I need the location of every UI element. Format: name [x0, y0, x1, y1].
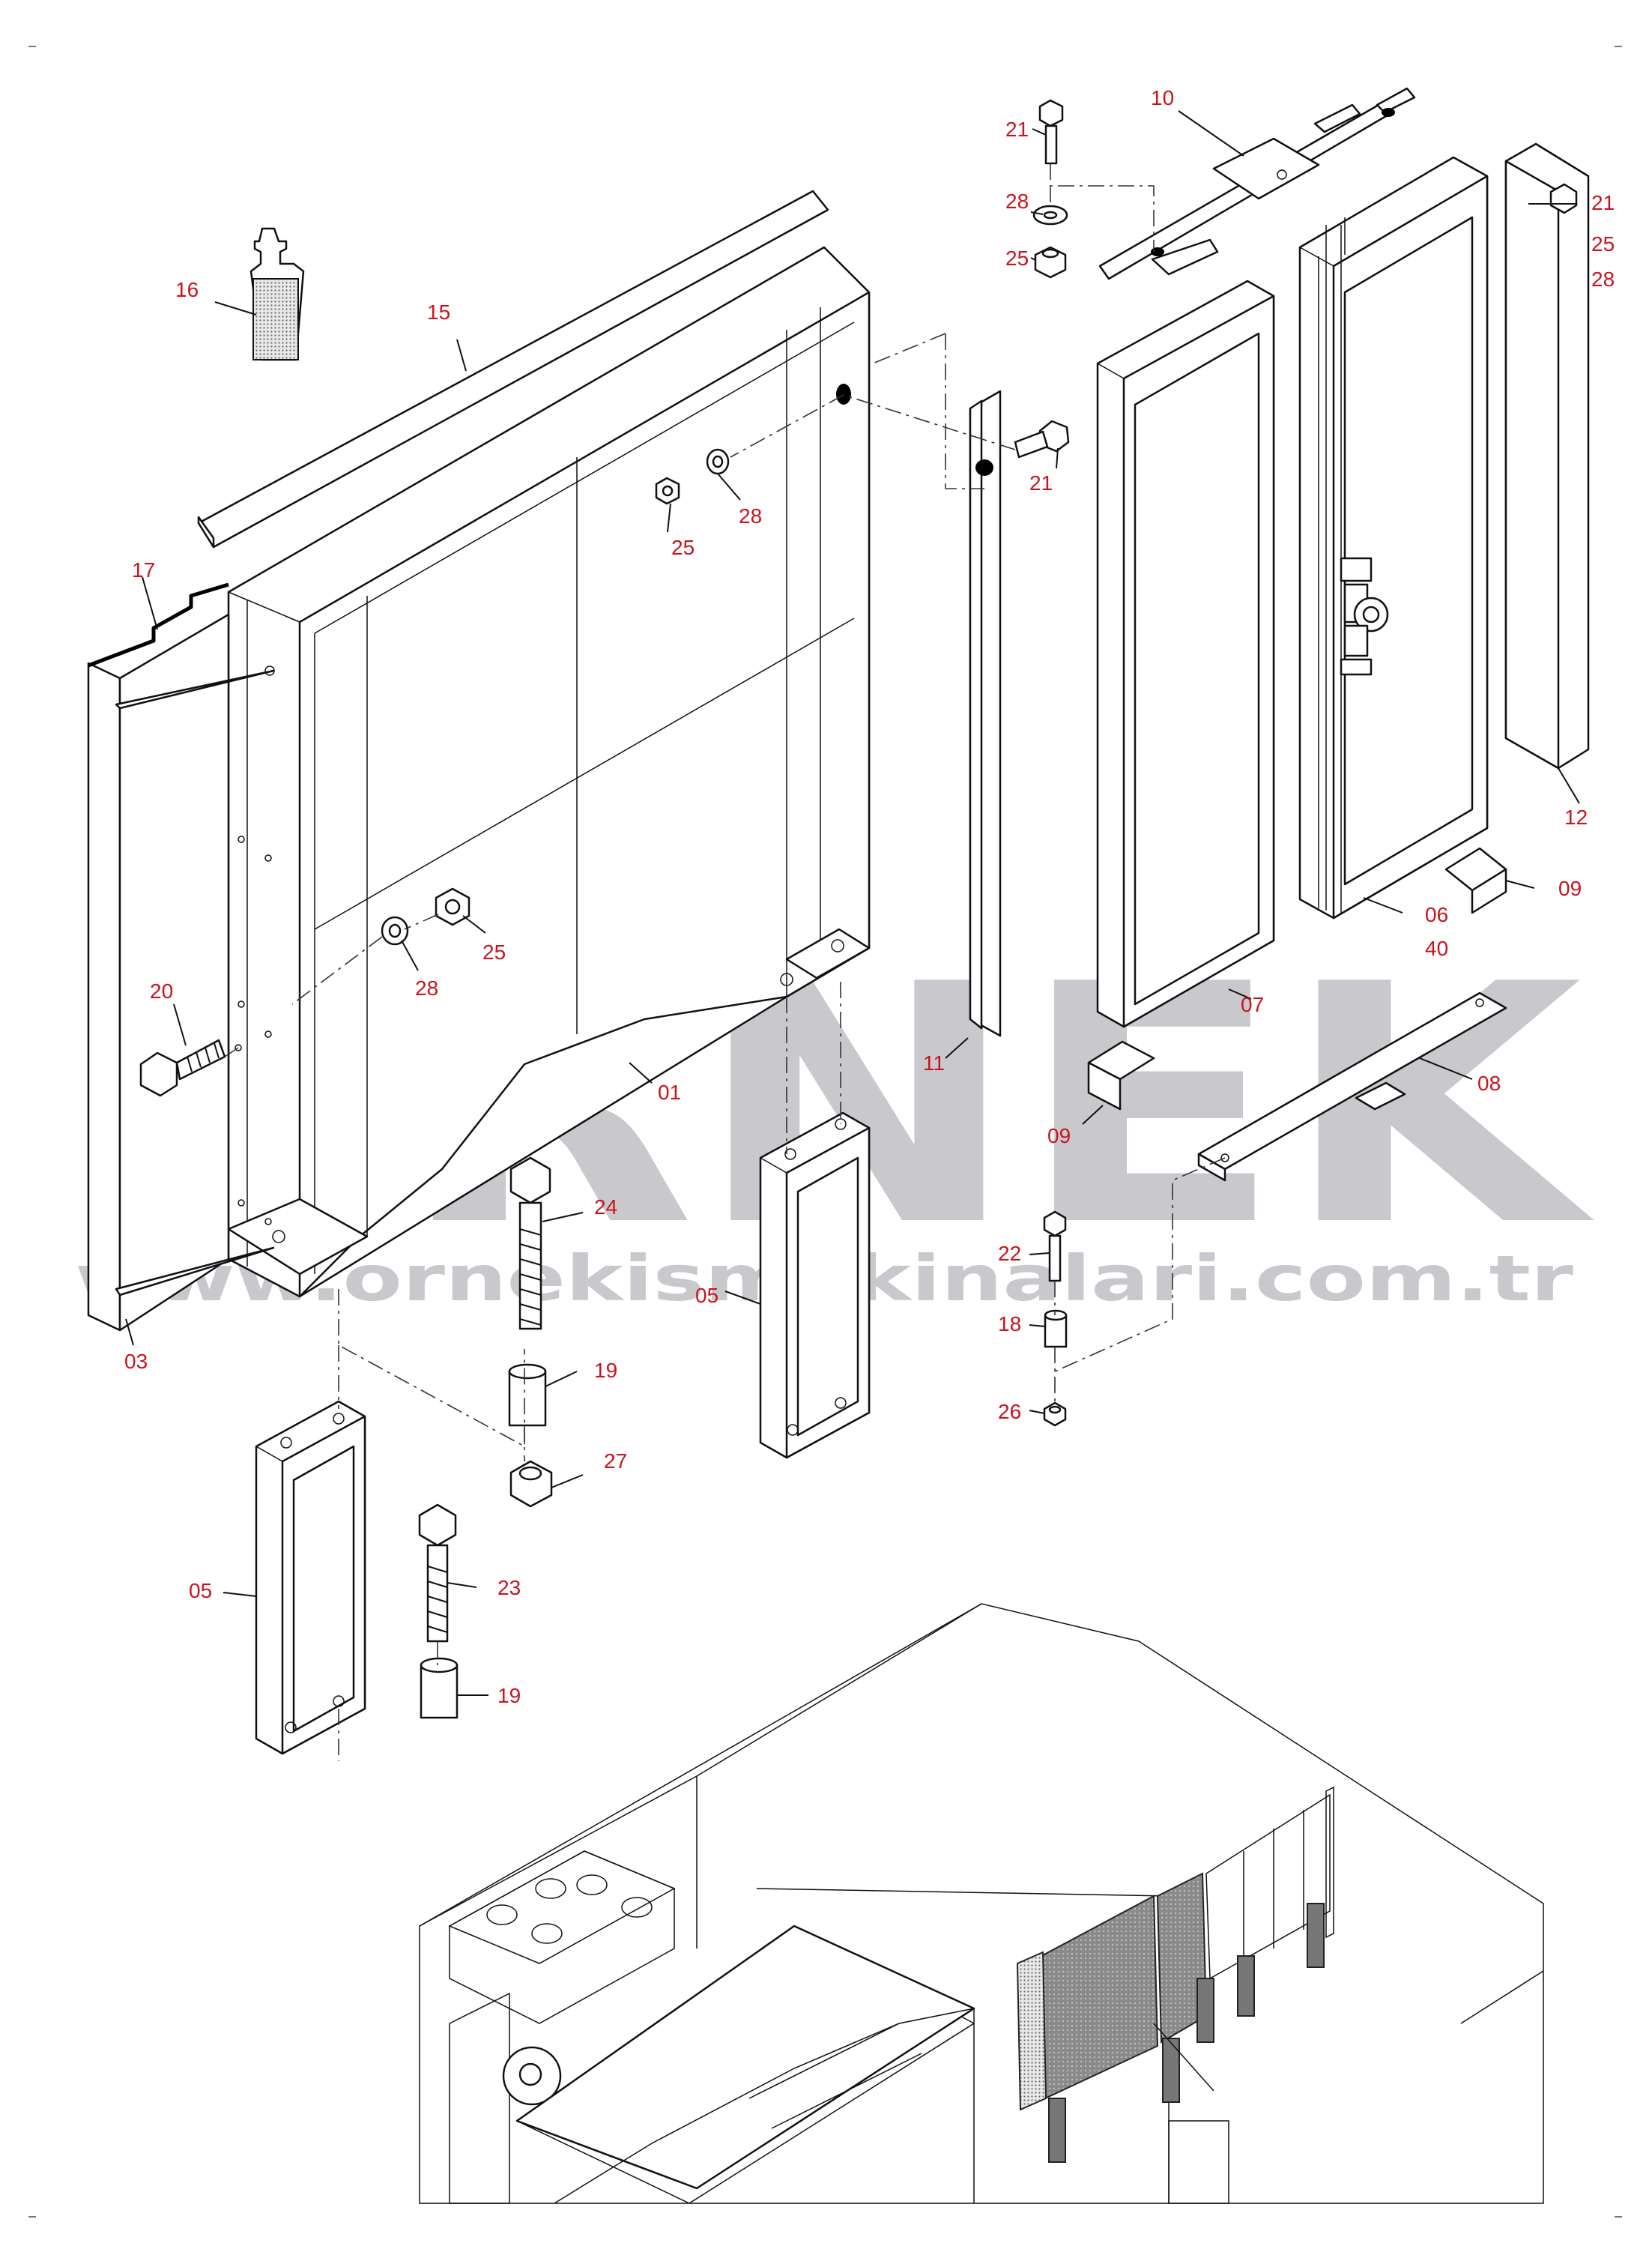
callout-03: 03: [124, 1350, 148, 1373]
part-03-left-profile: [87, 613, 275, 1332]
part-23-bolt: [418, 1503, 457, 1643]
callout-28-mid: 28: [415, 976, 438, 1000]
callout-09-right: 09: [1558, 877, 1582, 900]
part-15-top-strip: [197, 190, 829, 549]
callout-16: 16: [175, 278, 199, 301]
callout-25-mid: 25: [482, 941, 506, 964]
part-12-right-angle: [1504, 142, 1590, 770]
callout-40: 40: [1425, 937, 1448, 960]
callout-18: 18: [998, 1312, 1021, 1335]
part-05-leg-right: [759, 1111, 871, 1459]
part-25-nut-upper: [655, 477, 680, 505]
part-24-bolt: [509, 1156, 551, 1330]
callout-28-top: 28: [1005, 190, 1029, 213]
assembly-centerlines: [224, 163, 1226, 1761]
part-01-main-frame: [227, 246, 871, 1298]
leader-lines: [125, 110, 1580, 1696]
part-26-nut: [1043, 1401, 1067, 1427]
part-16-knob: [249, 227, 305, 361]
part-19-spacer-upper: [508, 1363, 547, 1427]
callout-17: 17: [132, 558, 155, 582]
part-05-leg-left: [255, 1400, 366, 1755]
part-08-channel: [1197, 991, 1507, 1182]
callout-labels: 10 21 28 25 21 25 28 16 15 21 25 28 17 1…: [124, 86, 1615, 1707]
callout-26: 26: [998, 1400, 1021, 1423]
callout-19-upper: 19: [594, 1359, 617, 1382]
callout-20: 20: [150, 979, 173, 1003]
callout-09-mid: 09: [1047, 1124, 1071, 1147]
callout-24: 24: [594, 1195, 617, 1219]
callout-06: 06: [1425, 903, 1448, 926]
part-06-door-frame: [1298, 156, 1489, 920]
callout-21-mid: 21: [1029, 471, 1053, 495]
callout-19-lower: 19: [497, 1684, 521, 1707]
part-09-bracket-mid: [1087, 1040, 1155, 1111]
crop-marks: [28, 46, 1622, 2218]
callout-22: 22: [998, 1242, 1021, 1265]
part-21-bolt-mid: [1014, 420, 1070, 459]
part-19-spacer-lower: [420, 1657, 459, 1719]
part-09-bracket-right: [1444, 847, 1507, 914]
callout-28-right: 28: [1591, 268, 1615, 291]
machine-context-drawing: [419, 1603, 1544, 2204]
part-25-nut-top: [1034, 246, 1067, 279]
part-27-nut: [509, 1460, 553, 1508]
callout-25-top: 25: [1005, 247, 1029, 270]
callout-23: 23: [497, 1576, 521, 1599]
callout-07: 07: [1241, 993, 1264, 1016]
callout-21-top: 21: [1005, 118, 1029, 141]
part-25-nut-mid: [435, 887, 471, 926]
part-18-spacer: [1044, 1309, 1068, 1348]
part-07-frame: [1096, 280, 1275, 1028]
part-28-washer-top: [1032, 205, 1068, 226]
callout-12: 12: [1564, 806, 1588, 829]
part-11-angle-strip: [969, 390, 1002, 1037]
callout-05-right: 05: [695, 1284, 718, 1307]
part-17-seal-strip: [88, 582, 229, 668]
callout-11: 11: [923, 1051, 945, 1075]
callout-01: 01: [658, 1081, 681, 1104]
callout-27: 27: [604, 1449, 627, 1473]
part-10-hinge-bar: [1098, 87, 1416, 280]
callout-25-upper: 25: [671, 536, 695, 559]
part-22-bolt: [1043, 1210, 1067, 1282]
part-21-bolt-top: [1038, 99, 1064, 165]
part-28-washer-mid: [381, 916, 409, 946]
callout-05-left: 05: [189, 1579, 212, 1602]
callout-10: 10: [1151, 86, 1174, 109]
callout-25-right: 25: [1591, 232, 1615, 256]
callout-21-right: 21: [1591, 191, 1615, 214]
callout-28-upper: 28: [739, 504, 762, 528]
part-28-washer-upper: [706, 448, 730, 475]
callout-08: 08: [1477, 1072, 1501, 1095]
callout-15: 15: [427, 301, 450, 324]
